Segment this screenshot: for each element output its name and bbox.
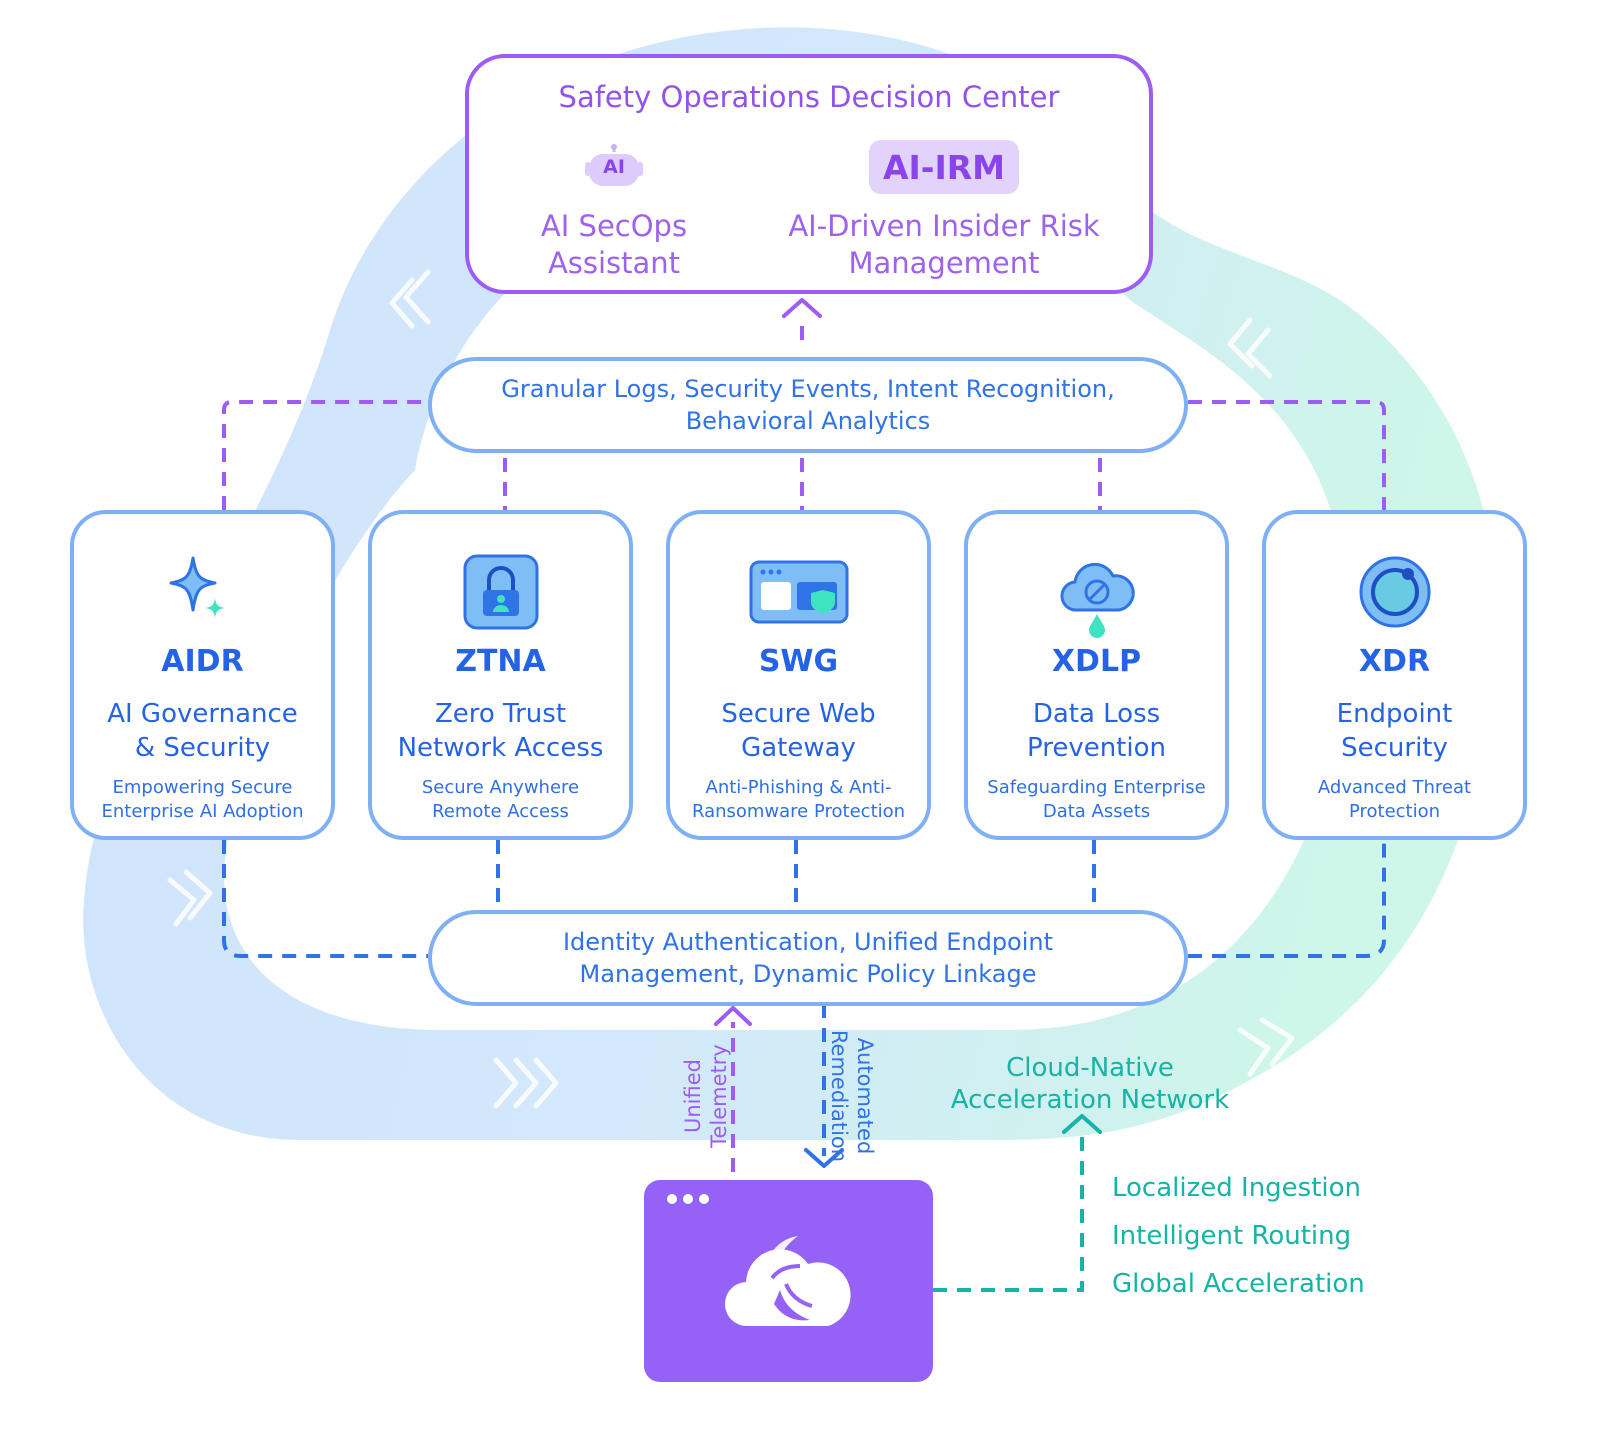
browser-shield-icon [749, 560, 848, 624]
irm-badge: AI-IRM [869, 140, 1019, 194]
remediation-line-1: Automated [853, 1037, 877, 1155]
card-abbr: SWG [758, 644, 839, 679]
card-swg[interactable]: SWG Secure Web Gateway Anti-Phishing & A… [666, 510, 931, 840]
irm-line-1: AI-Driven Insider Risk [788, 209, 1100, 243]
cloud-block-icon [1059, 562, 1135, 638]
card-name: Zero Trust Network Access [380, 697, 621, 765]
network-title: Cloud-Native Acceleration Network [930, 1052, 1250, 1116]
telemetry-pill-line-2: Behavioral Analytics [685, 407, 931, 435]
card-name-line: AI Governance [107, 699, 298, 729]
feature-global-acceleration: Global Acceleration [1112, 1269, 1365, 1299]
card-name-line: Gateway [741, 733, 856, 763]
decision-center-title: Safety Operations Decision Center [558, 80, 1060, 114]
telemetry-label: Unified Telemetry [680, 1026, 736, 1166]
card-name-line: Zero Trust [434, 699, 567, 729]
cloud-logo-icon [724, 1236, 851, 1327]
telemetry-arrow-head [714, 1006, 752, 1026]
card-name-line: Data Loss [1032, 699, 1161, 729]
card-desc-line: Anti-Phishing & Anti- [705, 777, 892, 798]
network-arrow-head [1062, 1114, 1102, 1134]
telemetry-line-1: Unified [681, 1059, 705, 1133]
flow-chevrons [167, 269, 1295, 1109]
card-ztna[interactable]: ZTNA Zero Trust Network Access Secure An… [368, 510, 633, 840]
card-desc-line: Data Assets [1042, 801, 1151, 822]
card-desc: Secure Anywhere Remote Access [378, 776, 623, 824]
policy-pill-line-2: Management, Dynamic Policy Linkage [579, 960, 1037, 988]
network-title-line-2: Acceleration Network [950, 1085, 1230, 1115]
feature-localized-ingestion: Localized Ingestion [1112, 1173, 1362, 1203]
card-name-line: Network Access [397, 733, 604, 763]
policy-pill-line-1: Identity Authentication, Unified Endpoin… [562, 928, 1054, 956]
card-name: Data Loss Prevention [976, 697, 1217, 765]
card-desc-line: Safeguarding Enterprise [987, 777, 1206, 798]
remediation-arrow-head [804, 1148, 844, 1168]
ai-irm-label: AI-Driven Insider Risk Management [769, 208, 1119, 282]
card-aidr[interactable]: AIDR AI Governance & Security Empowering… [70, 510, 335, 840]
card-name-line: Endpoint [1336, 699, 1453, 729]
card-desc-line: Secure Anywhere [421, 777, 580, 798]
card-desc-line: Empowering Secure [112, 777, 293, 798]
telemetry-pill-line-1: Granular Logs, Security Events, Intent R… [501, 375, 1115, 403]
card-name: AI Governance & Security [82, 697, 323, 765]
up-arrow-head [782, 298, 822, 318]
cycle-ring [83, 27, 1498, 1140]
ai-assistant-line-2: Assistant [547, 246, 681, 280]
sparkle-icon [169, 556, 225, 618]
policy-pill: Identity Authentication, Unified Endpoin… [428, 910, 1188, 1006]
card-xdr[interactable]: XDR Endpoint Security Advanced Threat Pr… [1262, 510, 1527, 840]
card-desc-line: Remote Access [432, 801, 569, 822]
card-desc: Anti-Phishing & Anti- Ransomware Protect… [676, 776, 921, 824]
card-name-line: Security [1341, 733, 1448, 763]
card-desc: Empowering Secure Enterprise AI Adoption [80, 776, 325, 824]
telemetry-line-2: Telemetry [707, 1044, 731, 1148]
remediation-label: Automated Remediation [822, 1016, 878, 1176]
card-desc-line: Ransomware Protection [691, 801, 906, 822]
remediation-line-2: Remediation [827, 1029, 851, 1163]
card-abbr: ZTNA [455, 644, 546, 679]
irm-line-2: Management [848, 246, 1040, 280]
ai-secops-assistant-label: AI SecOps Assistant [489, 208, 739, 282]
card-abbr: XDR [1358, 644, 1431, 679]
cloud-platform-box [644, 1180, 933, 1382]
card-xdlp[interactable]: XDLP Data Loss Prevention Safeguarding E… [964, 510, 1229, 840]
lower-connectors [222, 840, 1386, 958]
card-name: Endpoint Security [1274, 697, 1515, 765]
card-desc: Advanced Threat Protection [1272, 776, 1517, 824]
card-name-line: & Security [134, 733, 271, 763]
feature-intelligent-routing: Intelligent Routing [1112, 1221, 1352, 1251]
network-title-line-1: Cloud-Native [1006, 1053, 1174, 1083]
card-desc-line: Protection [1348, 801, 1441, 822]
card-name-line: Prevention [1026, 733, 1166, 763]
upper-connectors [222, 326, 1386, 510]
telemetry-pill: Granular Logs, Security Events, Intent R… [428, 357, 1188, 453]
card-desc: Safeguarding Enterprise Data Assets [974, 776, 1219, 824]
ai-robot-icon [585, 144, 643, 186]
card-abbr: XDLP [1051, 644, 1142, 679]
ai-badge-label: AI [603, 156, 625, 178]
ai-assistant-line-1: AI SecOps [540, 209, 688, 243]
card-desc-line: Enterprise AI Adoption [101, 801, 304, 822]
card-name: Secure Web Gateway [678, 697, 919, 765]
decision-center-panel: Safety Operations Decision Center AI AI-… [465, 54, 1153, 294]
lock-user-icon [463, 554, 538, 630]
card-desc-line: Advanced Threat [1317, 777, 1472, 798]
card-abbr: AIDR [161, 644, 244, 679]
target-ring-icon [1359, 556, 1430, 628]
card-name-line: Secure Web [721, 699, 876, 729]
network-connector [933, 1132, 1084, 1292]
window-dots-icon [667, 1194, 709, 1204]
